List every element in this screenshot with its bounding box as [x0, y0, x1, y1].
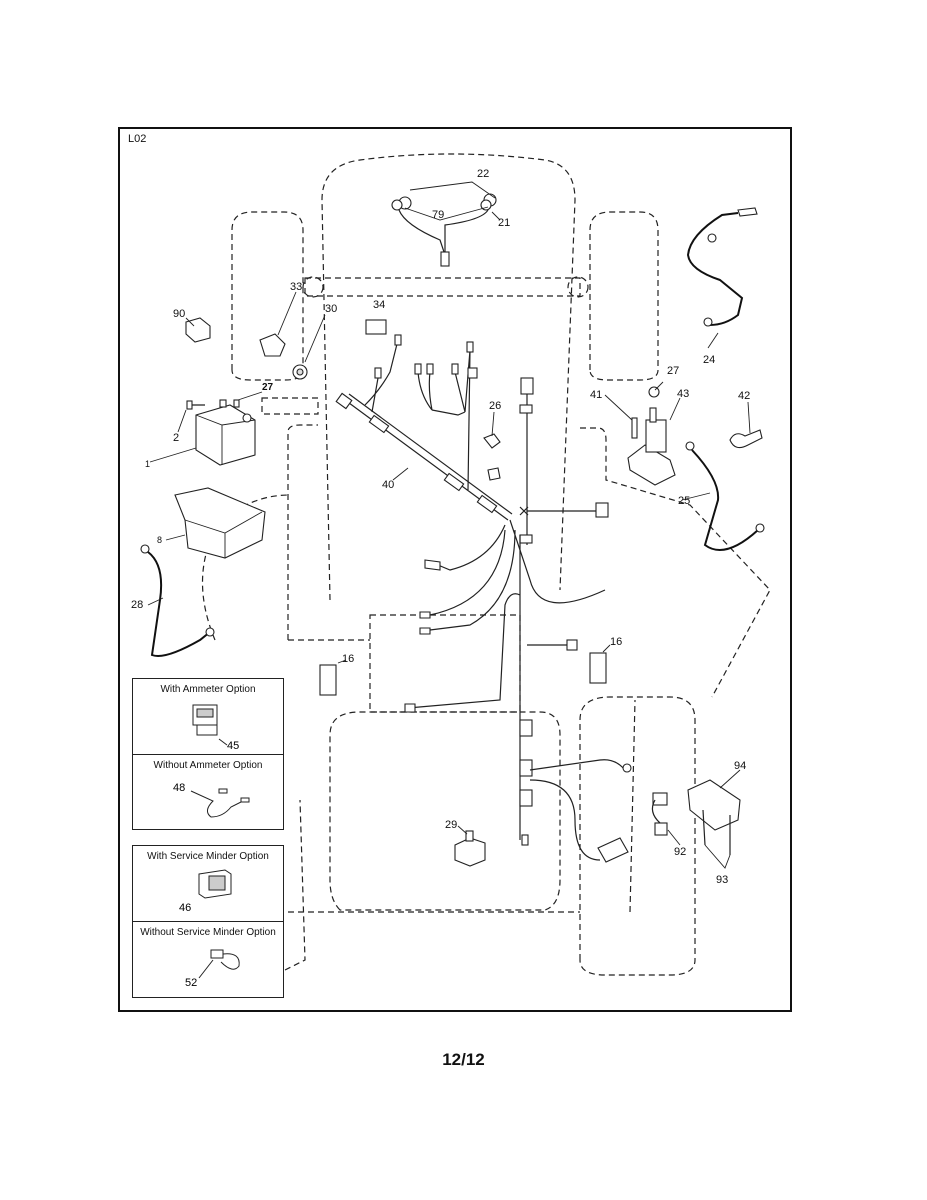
callout-27-battery: 27: [262, 382, 274, 393]
fuse-26: [483, 433, 501, 449]
callout-16-right: 16: [610, 636, 622, 648]
callout-94: 94: [734, 760, 746, 772]
headlight-socket-left: [391, 199, 403, 211]
service-minder-icon: 46: [179, 869, 232, 914]
callout-8: 8: [157, 535, 162, 545]
callout-40: 40: [382, 479, 394, 491]
frame-outline: [287, 424, 771, 698]
center-frame-outline: [369, 614, 521, 713]
fender-outline: [284, 639, 636, 971]
ignition-parts: [185, 291, 387, 380]
hood-outline: [321, 153, 576, 601]
axle-right-pivot: [567, 276, 589, 298]
front-axle-outline: [304, 277, 581, 297]
with-service-minder-cell: With Service Minder Option 46: [133, 846, 283, 922]
nut-27: [648, 386, 660, 398]
without-ammeter-title: Without Ammeter Option: [153, 760, 263, 771]
main-wiring-harness: [335, 334, 632, 863]
cable-24: [686, 207, 758, 349]
ammeter-option-box: With Ammeter Option 45 Without Ammeter O…: [132, 678, 284, 830]
jumper-wire-icon: 48: [173, 782, 250, 818]
switch-34: [365, 319, 387, 335]
battery-cable-28: [140, 544, 215, 657]
callout-2: 2: [173, 432, 179, 444]
with-service-minder-title: With Service Minder Option: [147, 851, 269, 862]
seat-switch-94: [687, 779, 741, 831]
callout-29: 29: [445, 819, 457, 831]
callout-45: 45: [227, 740, 239, 752]
ammeter-icon: 45: [192, 704, 239, 752]
rear-right-wheel-outline: [579, 696, 696, 976]
callout-labels: 22 79 21 33 30 90 34 27 2 1 26 40 8 28 2…: [131, 168, 750, 886]
callout-1: 1: [145, 459, 150, 469]
solenoid-assembly: [604, 381, 765, 551]
battery-assembly: [149, 391, 263, 466]
callout-27-solenoid: 27: [667, 365, 679, 377]
solenoid-base: [627, 444, 676, 486]
callout-33: 33: [290, 281, 302, 293]
callout-52: 52: [185, 977, 197, 989]
headlight-harness: [391, 181, 501, 267]
battery: [195, 404, 256, 466]
callout-22: 22: [477, 168, 489, 180]
without-service-minder-title: Without Service Minder Option: [140, 927, 276, 938]
relays: [319, 644, 611, 696]
front-left-wheel-outline: [231, 211, 304, 381]
without-service-minder-cell: Without Service Minder Option 52: [133, 922, 283, 996]
callout-28: 28: [131, 599, 143, 611]
seat-switch-assembly: [651, 769, 741, 869]
callout-90: 90: [173, 308, 185, 320]
callout-41: 41: [590, 389, 602, 401]
callout-21: 21: [498, 217, 510, 229]
jumper-loop-icon: 52: [185, 949, 240, 989]
callout-30: 30: [325, 303, 337, 315]
service-minder-option-box: With Service Minder Option 46 Without Se…: [132, 845, 284, 998]
callout-26: 26: [489, 400, 501, 412]
boot-42: [729, 429, 763, 449]
callout-25: 25: [678, 495, 690, 507]
battery-box: [165, 487, 266, 559]
battery-tray-outline: [261, 397, 319, 415]
seat-deck-outline: [329, 711, 561, 911]
headlight-connector: [440, 251, 450, 267]
diagram-frame: [118, 127, 792, 1012]
bolt-41: [631, 417, 638, 439]
axle-left-pivot: [302, 276, 324, 298]
page-number: 12/12: [442, 1050, 485, 1069]
headlight-socket-right: [480, 199, 492, 211]
diagram-id-label: L02: [128, 133, 147, 145]
callout-48: 48: [173, 782, 185, 794]
callout-46: 46: [179, 902, 191, 914]
with-ammeter-cell: With Ammeter Option 45: [133, 679, 283, 755]
solenoid-body: [645, 419, 667, 453]
with-ammeter-title: With Ammeter Option: [160, 684, 256, 695]
callout-34: 34: [373, 299, 385, 311]
callout-42: 42: [738, 390, 750, 402]
without-ammeter-cell: Without Ammeter Option 48: [133, 755, 283, 828]
callout-92: 92: [674, 846, 686, 858]
relay-16-left: [319, 664, 337, 696]
callout-24: 24: [703, 354, 715, 366]
relay-16-right: [589, 652, 607, 684]
front-right-wheel-outline: [589, 211, 659, 381]
callout-16-left: 16: [342, 653, 354, 665]
callout-93: 93: [716, 874, 728, 886]
callout-79: 79: [432, 209, 444, 221]
battery-box-body: [174, 487, 266, 559]
callout-43: 43: [677, 388, 689, 400]
switch-29: [454, 825, 486, 867]
connector-92: [652, 792, 668, 806]
ignition-key: [259, 333, 286, 357]
